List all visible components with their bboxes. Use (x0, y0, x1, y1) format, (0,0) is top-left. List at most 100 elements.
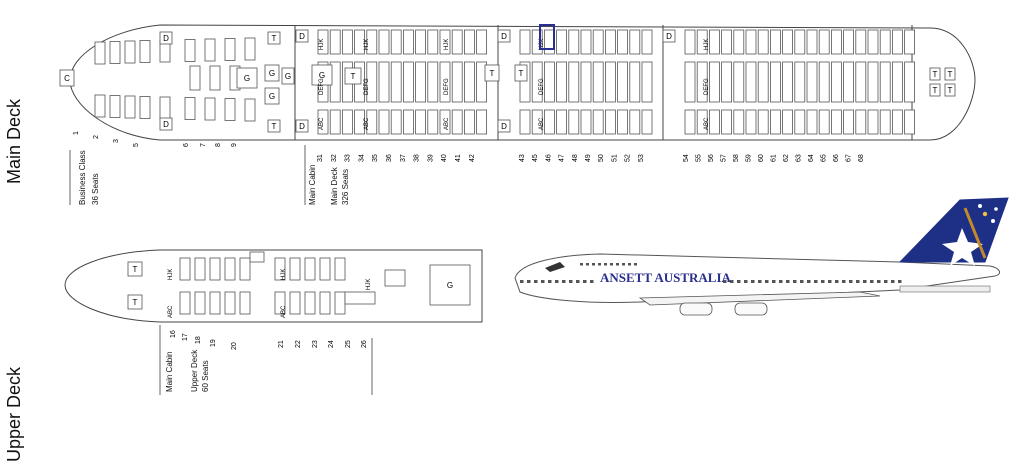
seat[interactable] (139, 96, 151, 119)
seat[interactable] (831, 29, 842, 55)
seat[interactable] (843, 29, 854, 55)
seat[interactable] (289, 257, 301, 281)
seat[interactable] (439, 29, 451, 55)
seat[interactable] (531, 109, 543, 135)
seat[interactable] (334, 291, 346, 315)
seat[interactable] (556, 109, 567, 135)
seat[interactable] (568, 61, 580, 103)
seat[interactable] (696, 109, 708, 135)
seat[interactable] (415, 29, 427, 55)
seat[interactable] (519, 61, 531, 103)
seat[interactable] (451, 109, 463, 135)
seat[interactable] (224, 38, 236, 61)
seat[interactable] (402, 61, 414, 103)
seat[interactable] (770, 29, 781, 55)
seat[interactable] (304, 291, 316, 315)
seat[interactable] (629, 109, 641, 135)
seat[interactable] (757, 61, 769, 103)
seat[interactable] (274, 291, 286, 315)
seat[interactable] (794, 61, 806, 103)
seat[interactable] (831, 61, 842, 103)
seat[interactable] (617, 109, 628, 135)
seat[interactable] (189, 65, 201, 91)
seat[interactable] (892, 29, 903, 55)
seat[interactable] (224, 257, 236, 281)
seat[interactable] (818, 29, 830, 55)
seat[interactable] (806, 61, 818, 103)
seat[interactable] (782, 61, 793, 103)
seat[interactable] (329, 29, 341, 55)
seat[interactable] (733, 29, 745, 55)
seat[interactable] (904, 29, 915, 55)
seat[interactable] (239, 291, 251, 315)
seat[interactable] (274, 257, 286, 281)
seat[interactable] (224, 98, 236, 121)
seat[interactable] (629, 29, 641, 55)
seat[interactable] (304, 257, 316, 281)
seat[interactable] (354, 109, 366, 135)
seat[interactable] (556, 61, 567, 103)
seat[interactable] (892, 109, 903, 135)
seat[interactable] (194, 257, 206, 281)
seat[interactable] (94, 94, 106, 118)
seat[interactable] (904, 109, 915, 135)
seat[interactable] (818, 61, 830, 103)
seat[interactable] (476, 61, 488, 103)
seat[interactable] (317, 29, 329, 55)
seat[interactable] (319, 257, 331, 281)
seat[interactable] (696, 61, 708, 103)
seat[interactable] (782, 109, 793, 135)
seat[interactable] (794, 109, 806, 135)
seat[interactable] (476, 109, 488, 135)
seat[interactable] (617, 61, 628, 103)
seat[interactable] (879, 109, 891, 135)
seat[interactable] (366, 61, 378, 103)
seat[interactable] (194, 291, 206, 315)
seat[interactable] (592, 29, 604, 55)
seat[interactable] (390, 29, 402, 55)
seat[interactable] (843, 109, 854, 135)
seat[interactable] (855, 109, 867, 135)
seat[interactable] (733, 61, 745, 103)
seat[interactable] (463, 109, 475, 135)
seat[interactable] (402, 109, 414, 135)
seat[interactable] (378, 29, 390, 55)
seat[interactable] (770, 109, 781, 135)
seat[interactable] (721, 29, 732, 55)
seat[interactable] (605, 61, 616, 103)
seat[interactable] (892, 61, 903, 103)
seat[interactable] (721, 61, 732, 103)
seat[interactable] (390, 109, 402, 135)
seat[interactable] (204, 38, 216, 62)
seat[interactable] (378, 109, 390, 135)
seat[interactable] (568, 109, 580, 135)
seat[interactable] (451, 61, 463, 103)
seat[interactable] (209, 291, 221, 315)
seat[interactable] (806, 29, 818, 55)
seat[interactable] (696, 29, 708, 55)
seat[interactable] (319, 291, 331, 315)
seat[interactable] (867, 29, 879, 55)
seat[interactable] (544, 61, 555, 103)
seat[interactable] (843, 61, 854, 103)
seat[interactable] (476, 29, 488, 55)
seat[interactable] (139, 40, 151, 63)
seat[interactable] (641, 109, 653, 135)
seat[interactable] (709, 109, 720, 135)
seat[interactable] (378, 61, 390, 103)
seat[interactable] (592, 109, 604, 135)
seat[interactable] (879, 61, 891, 103)
seat[interactable] (204, 97, 216, 121)
seat[interactable] (544, 29, 555, 55)
seat[interactable] (334, 257, 346, 281)
seat[interactable] (831, 109, 842, 135)
seat[interactable] (605, 109, 616, 135)
seat[interactable] (855, 29, 867, 55)
seat[interactable] (184, 97, 196, 120)
seat[interactable] (531, 29, 543, 55)
seat[interactable] (341, 29, 353, 55)
seat[interactable] (427, 61, 439, 103)
seat[interactable] (684, 29, 696, 55)
seat[interactable] (224, 291, 236, 315)
seat[interactable] (904, 61, 915, 103)
